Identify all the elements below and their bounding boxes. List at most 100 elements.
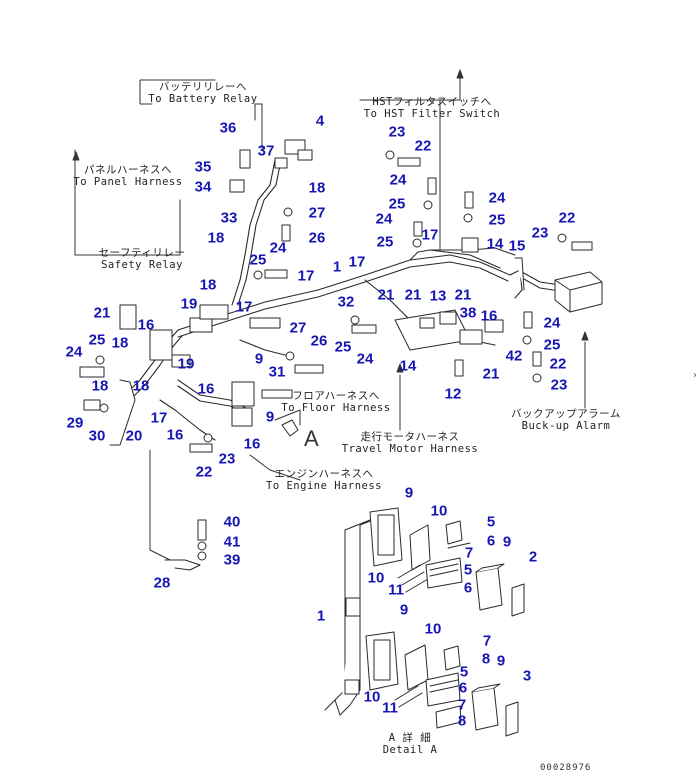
part-callout: 8 — [481, 650, 491, 668]
part-callout: 9 — [502, 533, 512, 551]
safety-relay-caption-en: Safety Relay — [101, 259, 183, 271]
part-callout: 18 — [111, 334, 129, 352]
part-callout: 35 — [194, 158, 212, 176]
part-callout: 15 — [508, 237, 526, 255]
part-callout: 1 — [332, 258, 342, 276]
part-callout: 18 — [308, 179, 326, 197]
part-callout: 40 — [223, 513, 241, 531]
part-callout: 36 — [219, 119, 237, 137]
part-callout: 27 — [308, 204, 326, 222]
engine-harness-caption-en: To Engine Harness — [266, 480, 382, 492]
part-callout: 38 — [459, 304, 477, 322]
part-callout: 6 — [463, 579, 473, 597]
part-callout: 14 — [399, 357, 417, 375]
part-callout: 31 — [268, 363, 286, 381]
part-callout: 10 — [363, 688, 381, 706]
part-callout: 24 — [488, 189, 506, 207]
part-callout: 28 — [153, 574, 171, 592]
part-callout: 8 — [457, 712, 467, 730]
hst-filter-caption-en: To HST Filter Switch — [363, 108, 501, 120]
detail-a-marker: A — [304, 426, 319, 451]
part-callout: 30 — [88, 427, 106, 445]
part-callout: 14 — [486, 235, 504, 253]
part-callout: 11 — [388, 581, 404, 599]
part-callout: 29 — [66, 414, 84, 432]
part-callout: 18 — [199, 276, 217, 294]
part-callout: 21 — [93, 304, 111, 322]
part-callout: 7 — [457, 696, 467, 714]
part-callout: 22 — [414, 137, 432, 155]
part-callout: 9 — [399, 601, 409, 619]
part-callout: 22 — [558, 209, 576, 227]
part-callout: 10 — [367, 569, 385, 587]
part-callout: 25 — [88, 331, 106, 349]
part-callout: 6 — [486, 532, 496, 550]
part-callout: 22 — [549, 355, 567, 373]
part-callout: 16 — [243, 435, 261, 453]
part-callout: 21 — [404, 286, 422, 304]
engine-harness-caption-jp: エンジンハーネスへ — [274, 468, 374, 480]
part-callout: 24 — [375, 210, 393, 228]
backup-alarm-caption-jp: バックアップアラーム — [511, 408, 621, 420]
part-callout: 5 — [459, 663, 469, 681]
part-callout: 23 — [550, 376, 568, 394]
part-callout: 32 — [337, 293, 355, 311]
part-callout: 24 — [389, 171, 407, 189]
part-callout: 18 — [91, 377, 109, 395]
hst-filter-caption-jp: HSTフィルタスイッチへ — [372, 96, 492, 108]
detail-a-caption-jp: A 詳 細 — [388, 732, 432, 744]
part-callout: 39 — [223, 551, 241, 569]
part-callout: 2 — [528, 548, 538, 566]
part-callout: 6 — [458, 679, 468, 697]
part-callout: 7 — [464, 544, 474, 562]
part-callout: 11 — [382, 699, 398, 717]
part-callout: 1 — [316, 607, 326, 625]
part-callout: 27 — [289, 319, 307, 337]
part-callout: 17 — [348, 253, 366, 271]
part-callout: 22 — [195, 463, 213, 481]
part-callout: 21 — [454, 286, 472, 304]
part-callout: 24 — [543, 314, 561, 332]
part-callout: 10 — [424, 620, 442, 638]
panel-harness-caption-jp: パネルハーネスへ — [84, 164, 172, 176]
part-callout: 25 — [488, 211, 506, 229]
part-callout: 21 — [482, 365, 500, 383]
part-callout: 19 — [180, 295, 198, 313]
part-callout: 25 — [388, 195, 406, 213]
part-callout: 7 — [482, 632, 492, 650]
detail-a-drawing — [324, 507, 525, 737]
part-callout: 9 — [496, 652, 506, 670]
part-callout: 17 — [297, 267, 315, 285]
part-callout: 16 — [166, 426, 184, 444]
battery-relay-caption-jp: バッテリリレーへ — [159, 81, 247, 93]
part-callout: 21 — [377, 286, 395, 304]
part-callout: 20 — [125, 427, 143, 445]
part-callout: 16 — [480, 307, 498, 325]
components — [79, 139, 603, 571]
part-callout: 23 — [531, 224, 549, 242]
scroll-indicator-icon[interactable]: › — [693, 370, 697, 381]
caption-leaders — [72, 69, 589, 561]
part-callout: 25 — [334, 338, 352, 356]
part-callout: 17 — [235, 298, 253, 316]
part-callout: 25 — [543, 336, 561, 354]
part-callout: 25 — [249, 251, 267, 269]
part-callout: 26 — [310, 332, 328, 350]
battery-relay-caption-en: To Battery Relay — [148, 93, 258, 105]
part-callout: 4 — [315, 112, 325, 130]
floor-harness-caption-en: To Floor Harness — [281, 402, 391, 414]
part-callout: 23 — [218, 450, 236, 468]
part-callout: 33 — [220, 209, 238, 227]
part-callout: 18 — [207, 229, 225, 247]
part-callout: 34 — [194, 178, 212, 196]
panel-harness-caption-en: To Panel Harness — [73, 176, 183, 188]
part-callout: 9 — [265, 408, 275, 426]
backup-alarm-caption-en: Buck-up Alarm — [521, 420, 611, 432]
travel-motor-caption-en: Travel Motor Harness — [341, 443, 479, 455]
floor-harness-caption-jp: フロアハーネスへ — [292, 390, 380, 402]
part-callout: 5 — [486, 513, 496, 531]
part-callout: 37 — [257, 142, 275, 160]
part-callout: 12 — [444, 385, 462, 403]
